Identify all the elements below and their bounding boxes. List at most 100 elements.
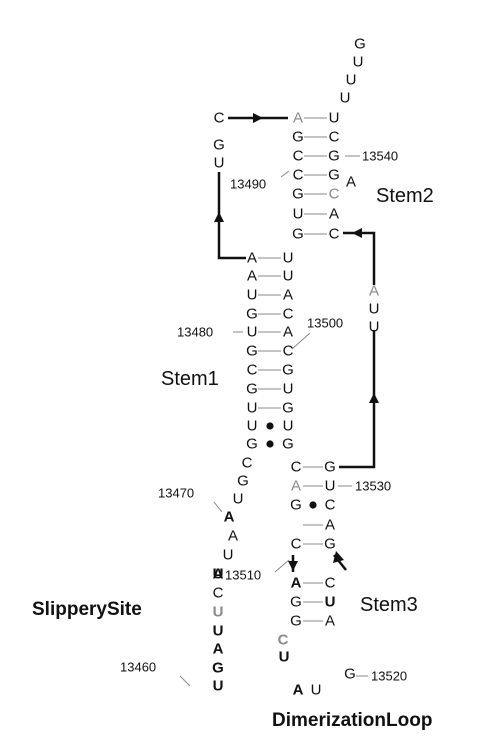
nucleotide-g: G xyxy=(246,343,258,360)
number-label: 13540 xyxy=(362,149,398,164)
numbering-ticks xyxy=(179,155,368,687)
nucleotide-a: A xyxy=(325,613,335,630)
nucleotide-a: A xyxy=(346,174,356,191)
nucleotide-c: C xyxy=(242,455,253,472)
arrow-up-left xyxy=(214,212,224,222)
nucleotide-a: A xyxy=(369,283,379,300)
nucleotide-c: C xyxy=(291,459,302,476)
number-label: 13530 xyxy=(355,479,391,494)
nucleotide-u: U xyxy=(369,319,380,336)
nucleotide-g: G xyxy=(282,436,294,453)
nucleotide-u: U xyxy=(283,381,294,398)
arrow-left-stem2 xyxy=(352,228,362,238)
nucleotide-u: U xyxy=(213,566,224,583)
nucleotide-g: G xyxy=(212,660,224,677)
nucleotide-u: U xyxy=(353,54,364,71)
nucleotide-u: U xyxy=(346,72,357,89)
number-label: 13510 xyxy=(225,568,261,583)
nucleotide-u: U xyxy=(325,478,336,495)
nucleotide-c: C xyxy=(293,148,304,165)
arrow-down-stem3 xyxy=(288,561,298,571)
nucleotide-a: A xyxy=(291,575,302,592)
nucleotide-u: U xyxy=(214,155,225,172)
nucleotide-a: A xyxy=(213,566,224,583)
nucleotide-c: C xyxy=(293,167,304,184)
nucleotide-g: G xyxy=(237,473,249,490)
number-label: 13480 xyxy=(177,325,213,340)
nucleotide-g: G xyxy=(324,459,336,476)
nucleotide-u: U xyxy=(283,268,294,285)
nucleotide-u: U xyxy=(247,400,258,417)
nucleotide-c: C xyxy=(283,306,294,323)
numbering-labels: 13540 13490 13480 13500 13470 13530 1351… xyxy=(120,149,407,684)
nucleotide-u: U xyxy=(213,678,224,695)
nucleotide-g: G xyxy=(246,381,258,398)
stem2-label: Stem2 xyxy=(376,185,434,207)
nucleotide-u: U xyxy=(213,623,224,640)
nucleotide-u: U xyxy=(369,301,380,318)
nucleotide-u: U xyxy=(223,547,234,564)
nucleotide-g: G xyxy=(290,613,302,630)
nucleotide-u: U xyxy=(340,90,351,107)
stem1-label: Stem1 xyxy=(161,368,219,390)
nucleotide-c: C xyxy=(291,536,302,553)
nucleotide-c: C xyxy=(329,129,340,146)
stem3-label: Stem3 xyxy=(360,594,418,616)
nucleotide-a: A xyxy=(291,478,301,495)
arrow-right-top xyxy=(253,113,263,123)
nucleotide-c: C xyxy=(325,497,336,514)
nucleotide-u: U xyxy=(283,250,294,267)
nucleotide-g: G xyxy=(246,436,258,453)
nucleotide-a: A xyxy=(247,250,257,267)
nucleotide-a: A xyxy=(293,110,303,127)
number-label: 13490 xyxy=(230,177,266,192)
number-label: 13520 xyxy=(371,669,407,684)
nucleotide-c: C xyxy=(329,186,340,203)
nucleotide-c: C xyxy=(325,575,336,592)
nucleotide-u: U xyxy=(279,649,290,666)
nucleotide-u: U xyxy=(247,418,258,435)
wobble-pair-dots xyxy=(266,422,317,509)
nucleotide-c: C xyxy=(329,226,340,243)
nucleotide-g: G xyxy=(328,148,340,165)
nucleotide-g: G xyxy=(328,167,340,184)
nucleotide-a: A xyxy=(283,324,293,341)
nucleotide-g: G xyxy=(290,594,302,611)
nucleotide-a: A xyxy=(213,641,224,658)
arrow-diag-stem3 xyxy=(333,551,344,563)
nucleotide-a: A xyxy=(293,682,304,699)
nucleotide-a: A xyxy=(247,268,257,285)
nucleotide-g: G xyxy=(344,666,356,683)
nucleotide-g: G xyxy=(246,306,258,323)
nucleotide-u: U xyxy=(213,604,224,621)
nucleotide-u: U xyxy=(283,418,294,435)
nucleotide-g: G xyxy=(292,129,304,146)
nucleotide-a: A xyxy=(325,517,335,534)
nucleotide-g: G xyxy=(282,362,294,379)
arrow-up-right xyxy=(369,393,379,403)
nucleotide-g: G xyxy=(292,186,304,203)
region-labels: Stem2 Stem1 Stem3 SlipperySite Dimerizat… xyxy=(32,185,434,731)
nucleotide-u: U xyxy=(329,110,340,127)
slippery-site-label: SlipperySite xyxy=(32,599,142,620)
nucleotide-u: U xyxy=(247,324,258,341)
nucleotide-a: A xyxy=(283,287,293,304)
nucleotide-g: G xyxy=(282,400,294,417)
nucleotide-u: U xyxy=(325,594,336,611)
nucleotide-u: U xyxy=(233,491,244,508)
nucleotide-c: C xyxy=(213,585,224,602)
nucleotide-g: G xyxy=(354,36,366,53)
nucleotide-u: U xyxy=(293,206,304,223)
dimerization-loop-label: DimerizationLoop xyxy=(272,710,432,731)
nucleotide-g: G xyxy=(292,226,304,243)
nucleotide-a: A xyxy=(228,528,238,545)
nucleotide-c: C xyxy=(283,343,294,360)
nucleotide-c: C xyxy=(278,632,289,649)
nucleotide-c: C xyxy=(247,362,258,379)
direction-arrows xyxy=(214,113,379,571)
nucleotide-c: C xyxy=(214,110,225,127)
number-label: 13470 xyxy=(158,486,194,501)
number-label: 13500 xyxy=(307,316,343,331)
